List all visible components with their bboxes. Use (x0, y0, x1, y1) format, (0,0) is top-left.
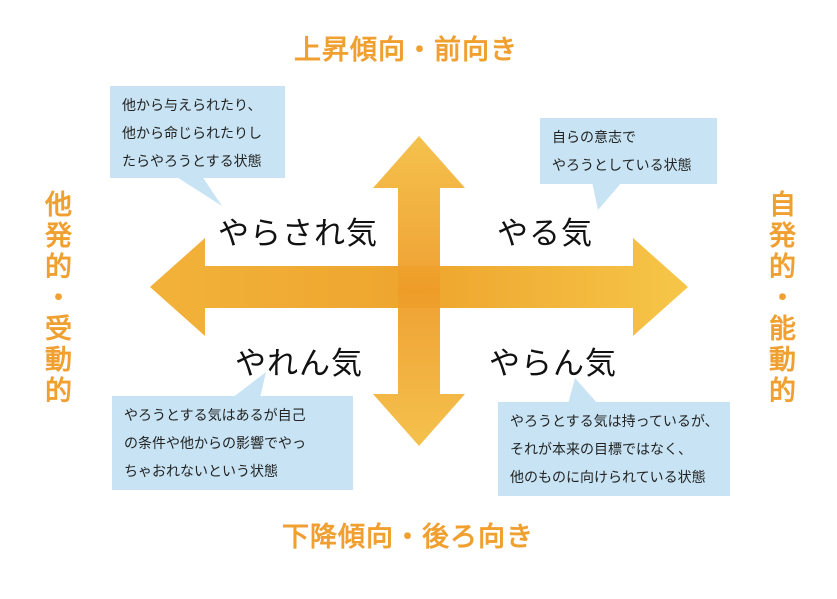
bubble-line: やろうとする気は持っているが、 (510, 414, 719, 430)
bubble-bottom-right: やろうとする気は持っているが、 それが本来の目標ではなく、 他のものに向けられて… (498, 402, 730, 496)
bubble-line: やろうとしている状態 (552, 158, 692, 174)
axis-label-right: 自発的・能動的 (764, 190, 795, 407)
bubble-line: たらやろうとする状態 (122, 154, 262, 170)
bubble-line: それが本来の目標ではなく、 (510, 442, 692, 458)
quadrant-label-bottom-left: やれん気 (235, 346, 363, 382)
axis-label-top: 上昇傾向・前向き (294, 35, 518, 66)
quadrant-label-top-left: やらされ気 (218, 216, 378, 252)
quadrant-label-bottom-right: やらん気 (489, 346, 617, 382)
bubble-top-right: 自らの意志で やろうとしている状態 (540, 118, 717, 184)
bubble-line: 自らの意志で (552, 130, 636, 146)
bubble-tail-bottom-right (568, 378, 598, 404)
bubble-line: ちゃおれないという状態 (124, 464, 278, 480)
bubble-line: 他から与えられたり、 (122, 98, 262, 114)
bubble-tail-top-left (175, 176, 222, 206)
axis-label-left: 他発的・受動的 (40, 190, 71, 407)
bubble-top-left: 他から与えられたり、 他から命じられたりし たらやろうとする状態 (110, 86, 285, 178)
bubble-bottom-left: やろうとする気はあるが自己 の条件や他からの影響でやっ ちゃおれないという状態 (112, 396, 353, 490)
bubble-tail-top-right (592, 182, 622, 210)
vertical-arrow (373, 136, 465, 446)
bubble-line: やろうとする気はあるが自己 (124, 408, 306, 424)
bubble-tail-bottom-left (232, 372, 266, 398)
quadrant-label-top-right: やる気 (497, 216, 593, 252)
bubble-line: の条件や他からの影響でやっ (124, 436, 306, 452)
bubble-line: 他のものに向けられている状態 (510, 470, 706, 486)
axis-label-bottom: 下降傾向・後ろ向き (282, 522, 534, 553)
bubble-line: 他から命じられたりし (122, 126, 262, 142)
